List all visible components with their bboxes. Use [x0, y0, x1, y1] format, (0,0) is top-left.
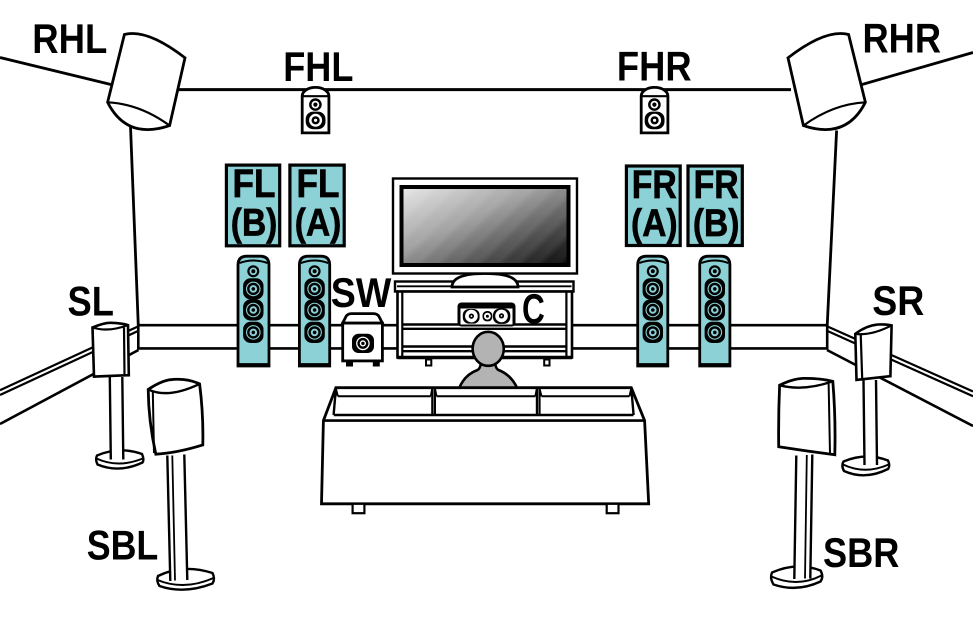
svg-text:SR: SR — [872, 277, 924, 324]
svg-text:RHL: RHL — [32, 15, 107, 62]
svg-text:SBR: SBR — [823, 529, 899, 576]
svg-text:C: C — [522, 287, 545, 334]
svg-text:FR: FR — [632, 163, 677, 207]
svg-text:SL: SL — [68, 278, 114, 325]
svg-text:RHR: RHR — [863, 15, 942, 62]
svg-text:FR: FR — [694, 163, 739, 207]
svg-text:(A): (A) — [631, 202, 678, 245]
svg-text:FL: FL — [297, 162, 340, 206]
svg-text:(B): (B) — [231, 201, 278, 244]
svg-text:SBL: SBL — [87, 521, 159, 568]
svg-text:(A): (A) — [295, 201, 342, 244]
svg-text:SW: SW — [331, 269, 392, 316]
svg-text:FHL: FHL — [283, 43, 353, 90]
svg-text:FHR: FHR — [617, 43, 692, 90]
svg-text:FL: FL — [233, 162, 276, 206]
svg-text:(B): (B) — [693, 202, 740, 245]
